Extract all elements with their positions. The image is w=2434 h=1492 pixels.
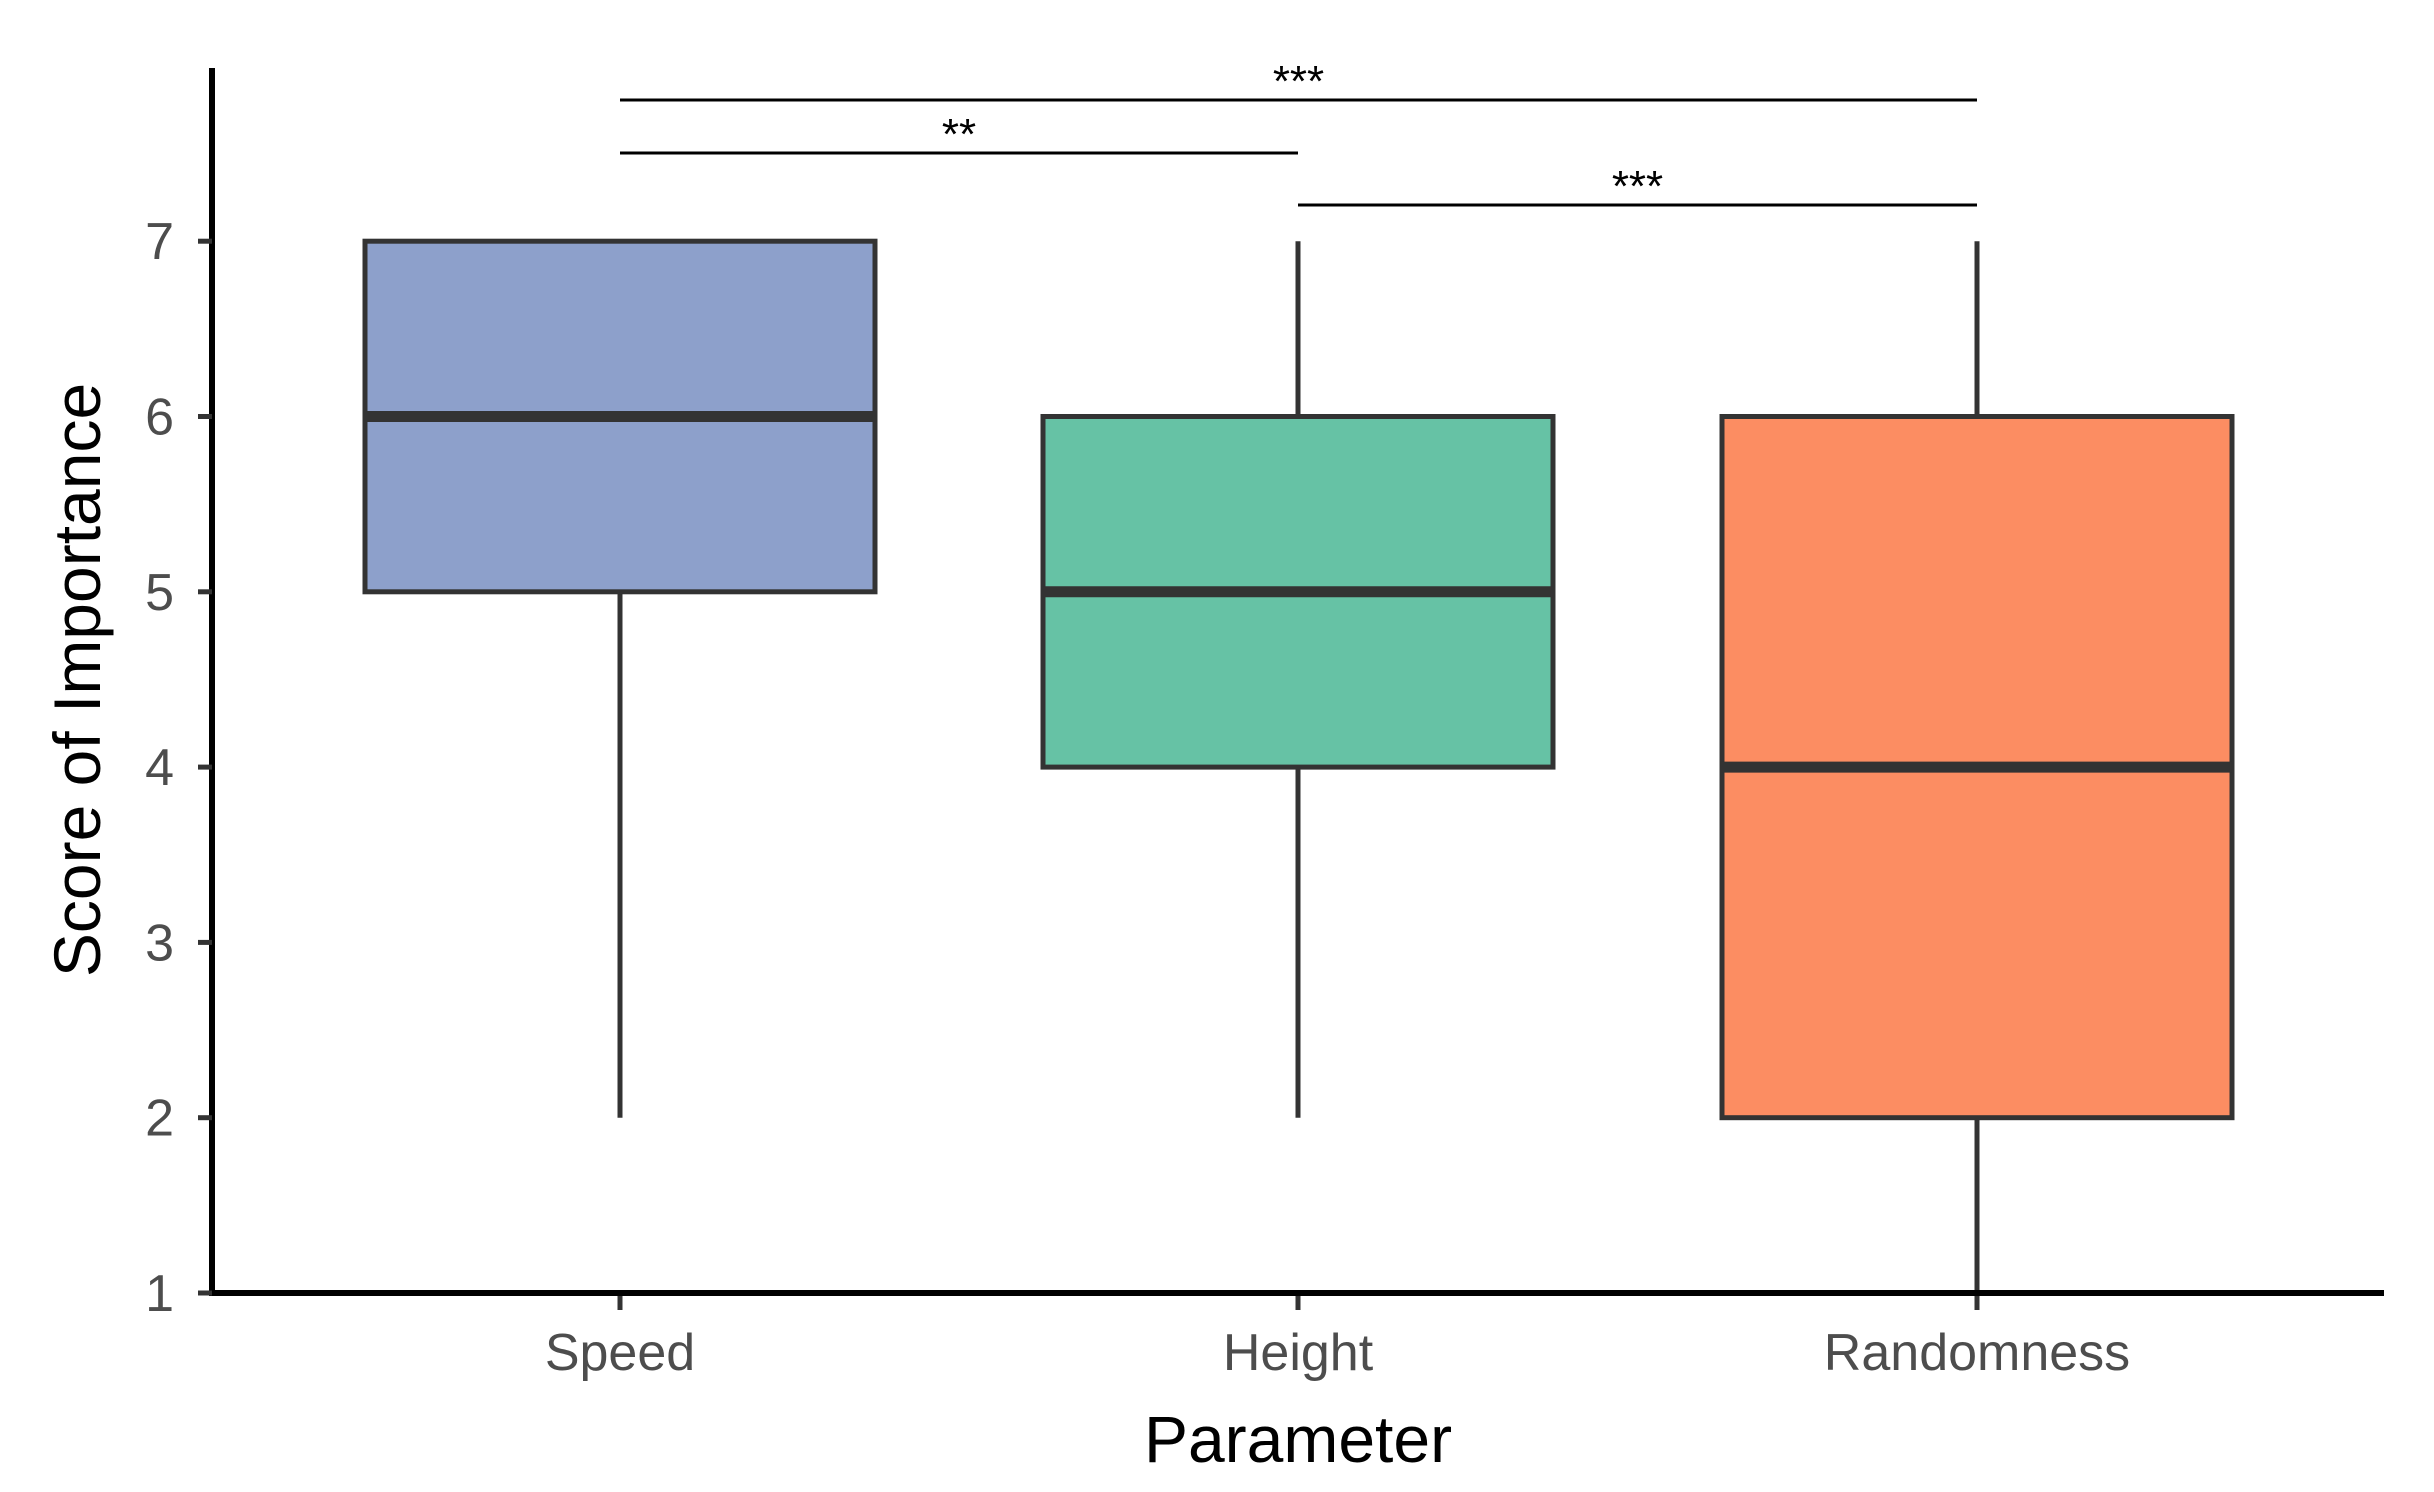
box-speed [362, 238, 878, 1118]
y-tick-label: 7 [145, 213, 174, 271]
box-height [1040, 241, 1556, 1118]
y-tick-label: 5 [145, 564, 174, 622]
significance-label: *** [1273, 57, 1324, 106]
axes-layer [209, 68, 2384, 1296]
significance-label: ** [942, 110, 976, 159]
boxes-layer [362, 238, 2235, 1293]
y-tick-label: 1 [145, 1265, 174, 1323]
significance-label: *** [1612, 162, 1663, 211]
y-axis-title: Score of Importance [40, 383, 114, 977]
y-tick-label: 2 [145, 1090, 174, 1148]
x-axis-title: Parameter [1144, 1402, 1452, 1476]
x-tick-label: Speed [545, 1324, 695, 1382]
box-randomness [1719, 241, 2235, 1293]
y-tick-label: 4 [145, 739, 174, 797]
significance-layer: ******** [620, 57, 1977, 211]
y-tick-label: 6 [145, 389, 174, 447]
x-tick-label: Height [1223, 1324, 1374, 1382]
x-tick-label: Randomness [1824, 1324, 2130, 1382]
y-tick-label: 3 [145, 914, 174, 972]
